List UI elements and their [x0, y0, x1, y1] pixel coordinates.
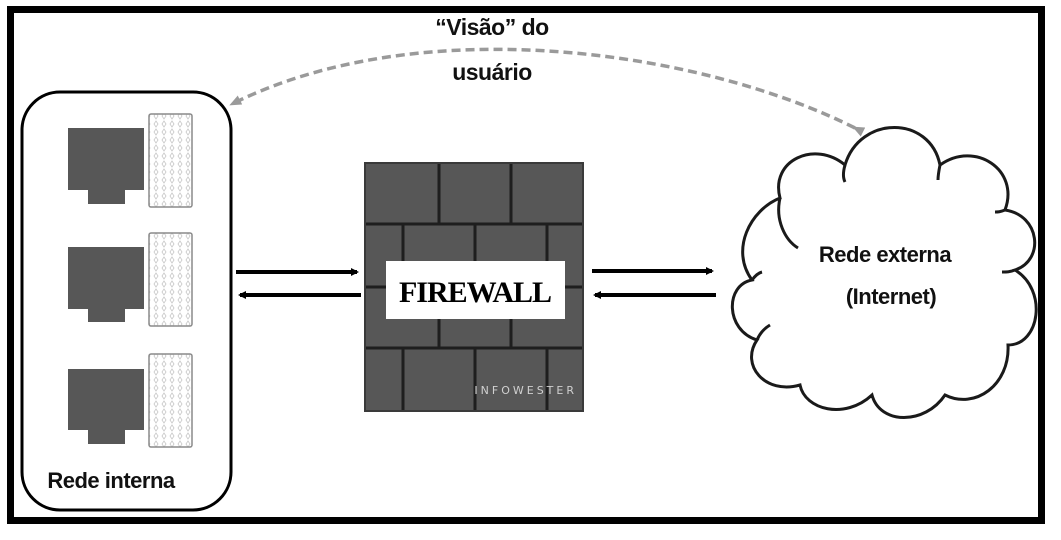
computer-2 [68, 232, 193, 327]
internal-network-label: Rede interna [47, 468, 176, 493]
cloud-icon [730, 126, 1038, 419]
external-network: Rede externa (Internet) [730, 126, 1038, 419]
monitor-stand-icon [88, 430, 125, 444]
monitor-icon [68, 128, 144, 190]
external-network-label-line1: Rede externa [819, 242, 952, 267]
external-network-label-line2: (Internet) [846, 284, 937, 309]
firewall-label-box [386, 261, 565, 319]
tower-icon [148, 353, 193, 448]
computer-3 [68, 353, 193, 448]
tower-icon [148, 113, 193, 208]
monitor-stand-icon [88, 190, 125, 204]
user-view-dashed-arrow [229, 47, 866, 137]
infowester-watermark: INFOWESTER [474, 384, 577, 397]
user-view-title-line2: usuário [452, 59, 532, 85]
user-view-title-line1: “Visão” do [435, 14, 549, 40]
monitor-stand-icon [88, 297, 125, 322]
monitor-icon [68, 369, 144, 430]
computer-1 [68, 113, 193, 208]
internal-network: Rede interna [20, 90, 233, 512]
firewall-label: FIREWALL [399, 276, 551, 309]
firewall-wall: FIREWALL INFOWESTER [364, 162, 584, 412]
tower-icon [148, 232, 193, 327]
